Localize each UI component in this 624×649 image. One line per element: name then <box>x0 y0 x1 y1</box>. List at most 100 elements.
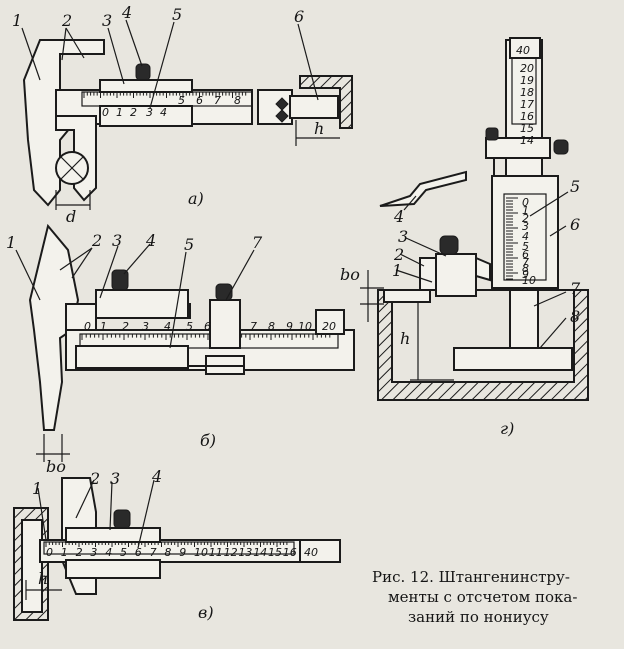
panel-g-label-6: 6 <box>570 215 580 234</box>
panel-b-scale-number: 3 <box>142 320 149 333</box>
panel-g-scriber <box>379 170 467 207</box>
panel-g-scale-number: 14 <box>520 134 534 147</box>
panel-v-label-3: 3 <box>110 469 120 488</box>
panel-b-scale-number: 2 <box>122 320 129 333</box>
panel-g-dim-bo: bo <box>340 265 360 284</box>
labels: 1 2 3 4 5 6 d h а) 1 2 3 4 5 7 bo б) 1 2… <box>6 3 581 626</box>
panel-b-micro-frame <box>209 299 241 349</box>
panel-b-scale-number: 1 <box>100 320 107 333</box>
panel-a-sublabel: а) <box>188 189 204 208</box>
panel-v-scale-number: 14 <box>253 546 267 559</box>
panel-g-scale-number: 19 <box>520 74 534 87</box>
panel-g-scale-number: 15 <box>520 122 534 135</box>
panel-v-scale-number: 40 <box>304 546 318 559</box>
panel-v-scale-number: 3 <box>90 546 97 559</box>
panel-g-label-4: 4 <box>393 207 404 226</box>
panel-v-scale-number: 1 <box>61 546 68 559</box>
panel-g-scale-number: 0 <box>522 196 529 209</box>
panel-v-scale-number: 5 <box>120 546 127 559</box>
panel-b-dim-bo: bo <box>46 457 66 476</box>
panel-g-scale-number: 9 <box>522 268 529 281</box>
panel-v-label-2: 2 <box>89 469 100 488</box>
panel-a-scale-number: 3 <box>146 106 153 119</box>
panel-g-label-8: 8 <box>570 307 580 326</box>
panel-b-label-1: 1 <box>6 233 16 252</box>
panel-v-label-4: 4 <box>151 467 162 486</box>
panel-a-scale-number: 2 <box>130 106 137 119</box>
panel-g-dim-h: h <box>400 329 410 348</box>
panel-b-scale-number: 0 <box>84 320 91 333</box>
panel-a-label-1: 1 <box>12 11 22 30</box>
panel-g-scale-number: 6 <box>522 248 529 261</box>
panel-v-scale-number: 12 <box>224 546 238 559</box>
panel-b-scale-number: 6 <box>204 320 211 333</box>
panel-v-dim-h: h <box>38 569 48 588</box>
panel-g-scale-number: 5 <box>522 240 529 253</box>
panel-a-label-2: 2 <box>61 11 72 30</box>
panel-g-scale-number: 4 <box>522 230 529 243</box>
panel-v-sublabel: в) <box>198 603 214 622</box>
panel-g-base <box>453 347 573 371</box>
panel-a-scale-number: 0 <box>102 106 109 119</box>
panel-g-scale-number: 20 <box>520 62 534 75</box>
panel-g-scale-number: 7 <box>522 256 529 269</box>
panel-g-scale-number: 8 <box>522 262 529 275</box>
panel-g-scale-number: 18 <box>520 86 534 99</box>
panel-g-label-5: 5 <box>570 177 580 196</box>
panel-b-sublabel: б) <box>200 431 216 450</box>
panel-v-scale-number: 10 <box>194 546 208 559</box>
panel-a-caliper <box>21 19 353 210</box>
panel-v-scale-number: 15 <box>268 546 282 559</box>
panel-v-scale-number: 2 <box>76 546 83 559</box>
panel-a-label-6: 6 <box>294 7 304 26</box>
panel-a-scale-number: 1 <box>116 106 123 119</box>
panel-b-scale-number: 9 <box>286 320 293 333</box>
panel-a-scale-number: 5 <box>178 94 185 107</box>
panel-b-scale-number: 7 <box>250 320 257 333</box>
panel-b-scale-number: 8 <box>268 320 275 333</box>
panel-b-scale-number: 20 <box>322 320 336 333</box>
panel-a-scale-number: 8 <box>234 94 241 107</box>
panel-a-vernier <box>99 105 193 127</box>
panel-b-label-3: 3 <box>112 231 122 250</box>
panel-v-scale-number: 6 <box>135 546 142 559</box>
panel-v-scale-number: 11 <box>209 546 223 559</box>
panel-v-scale-number: 16 <box>283 546 297 559</box>
panel-g-scale-number: 1 <box>522 204 529 217</box>
panel-g-scale-number: 10 <box>522 274 536 287</box>
panel-g-scale-number: 16 <box>520 110 534 123</box>
panel-a-scale-number: 4 <box>160 106 167 119</box>
panel-v-scale-number: 4 <box>105 546 112 559</box>
panel-g-scale-number: 3 <box>522 220 529 233</box>
panel-g-label-3: 3 <box>398 227 408 246</box>
panel-g-scale-number: 2 <box>522 212 529 225</box>
caption-line-3: заний по нониусу <box>408 608 549 626</box>
panel-a-scale-number: 6 <box>196 94 203 107</box>
caption-line-1: Рис. 12. Штангенинстру- <box>372 568 570 586</box>
panel-g-label-2: 2 <box>393 245 404 264</box>
panel-g-scale-number: 17 <box>520 98 534 111</box>
panel-v-depth-gauge <box>13 477 341 621</box>
panel-a-depth-part <box>299 75 353 129</box>
panel-v-scale-number: 8 <box>164 546 171 559</box>
panel-a-label-3: 3 <box>102 11 112 30</box>
panel-a-scale-number: 7 <box>214 94 221 107</box>
panel-b-label-7: 7 <box>252 233 263 252</box>
panel-a-dim-h: h <box>314 119 324 138</box>
panel-b-caliper <box>15 223 355 462</box>
panel-b-scale-number: 5 <box>186 320 193 333</box>
panel-g-frame <box>491 175 559 289</box>
caption-line-2: менты с отсчетом пока- <box>388 588 577 606</box>
panel-a-dim-d: d <box>66 207 76 226</box>
panel-v-scale-number: 0 <box>46 546 53 559</box>
panel-b-label-2: 2 <box>91 231 102 250</box>
panel-b-label-4: 4 <box>145 231 156 250</box>
panel-b-label-5: 5 <box>184 235 194 254</box>
panel-a-frame <box>99 79 193 93</box>
panel-v-scale-number: 7 <box>150 546 157 559</box>
panel-v-scale-number: 13 <box>238 546 252 559</box>
